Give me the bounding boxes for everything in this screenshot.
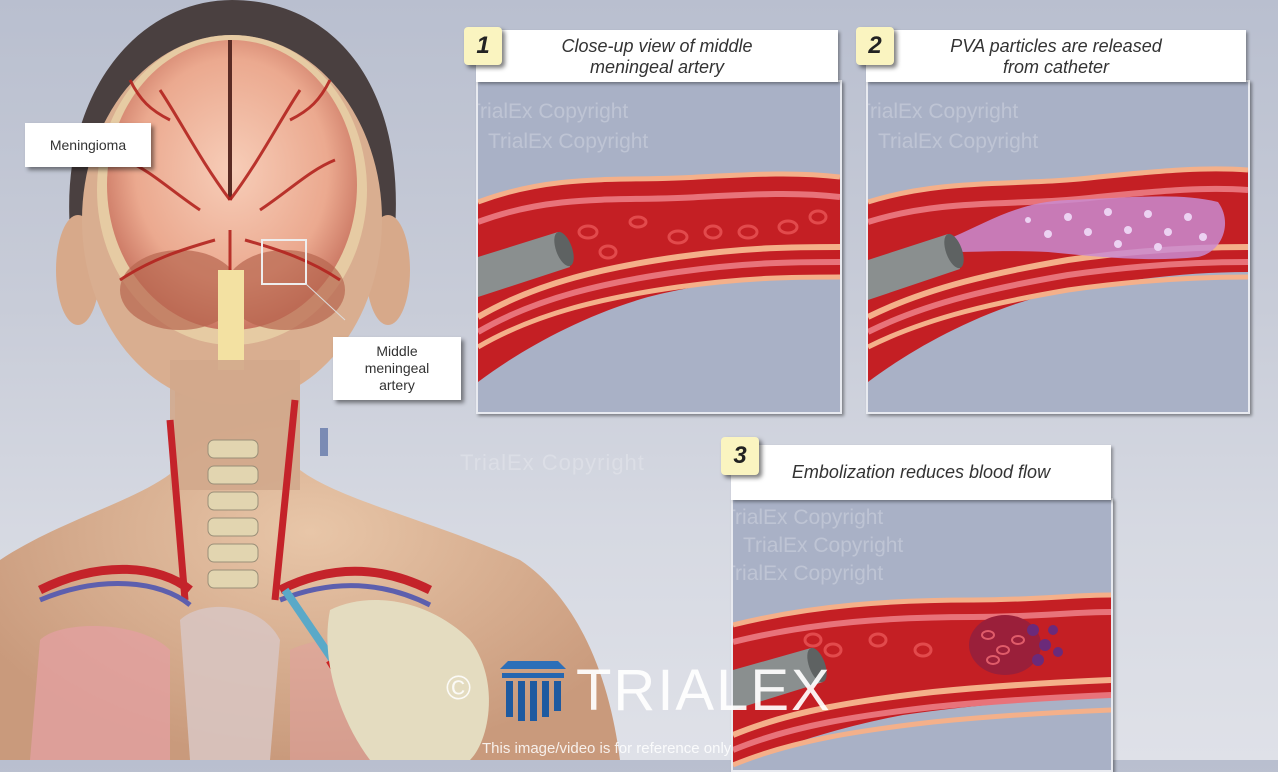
- trialex-brand-text: TRIALEX: [576, 658, 832, 723]
- panel-2-caption-line-1: PVA particles are released: [950, 36, 1162, 56]
- panel-2-image: TrialEx Copyright TrialEx Copyright: [866, 80, 1250, 414]
- vessel-embolized-illustration: [733, 592, 1111, 768]
- meningioma-label: Meningioma: [25, 123, 151, 167]
- panel-2-caption: PVA particles are released from catheter: [866, 30, 1246, 82]
- panel-watermark: TrialEx Copyright: [878, 130, 1039, 153]
- panel-3-image: TrialEx Copyright TrialEx Copyright Tria…: [731, 498, 1113, 772]
- step-2-badge: 2: [856, 27, 894, 65]
- panel-watermark: TrialEx Copyright: [731, 562, 884, 585]
- panel-watermark: TrialEx Copyright: [743, 534, 904, 557]
- column-logo-icon: [500, 661, 566, 721]
- vessel-illustration: [478, 171, 840, 382]
- copyright-icon: ©: [446, 669, 472, 707]
- mma-label-line-1: Middle: [376, 343, 418, 359]
- anatomy-illustration: [0, 0, 620, 760]
- mma-label-line-3: artery: [379, 377, 415, 393]
- step-1-badge: 1: [464, 27, 502, 65]
- step-3-badge: 3: [721, 437, 759, 475]
- panel-1-caption-line-1: Close-up view of middle: [561, 36, 753, 56]
- panel-3-caption: Embolization reduces blood flow: [731, 445, 1111, 500]
- panel-2-caption-line-2: from catheter: [1002, 57, 1110, 77]
- middle-meningeal-artery-label: Middle meningeal artery: [333, 337, 461, 400]
- vessel-particles-illustration: [868, 166, 1248, 382]
- panel-1-caption-line-2: meningeal artery: [589, 57, 725, 77]
- panel-watermark: TrialEx Copyright: [476, 100, 629, 123]
- trialex-logo: © TRIALEX: [446, 655, 846, 725]
- panel-1-image: TrialEx Copyright TrialEx Copyright: [476, 80, 842, 414]
- anatomy-figure: Meningioma Middle meningeal artery: [0, 0, 640, 760]
- disclaimer-text: This image/video is for reference only: [482, 740, 732, 757]
- panel-watermark: TrialEx Copyright: [731, 506, 884, 529]
- panel-watermark: TrialEx Copyright: [488, 130, 649, 153]
- panel-1-caption: Close-up view of middle meningeal artery: [476, 30, 838, 82]
- panel-watermark: TrialEx Copyright: [866, 100, 1019, 123]
- mma-label-line-2: meningeal: [364, 360, 430, 376]
